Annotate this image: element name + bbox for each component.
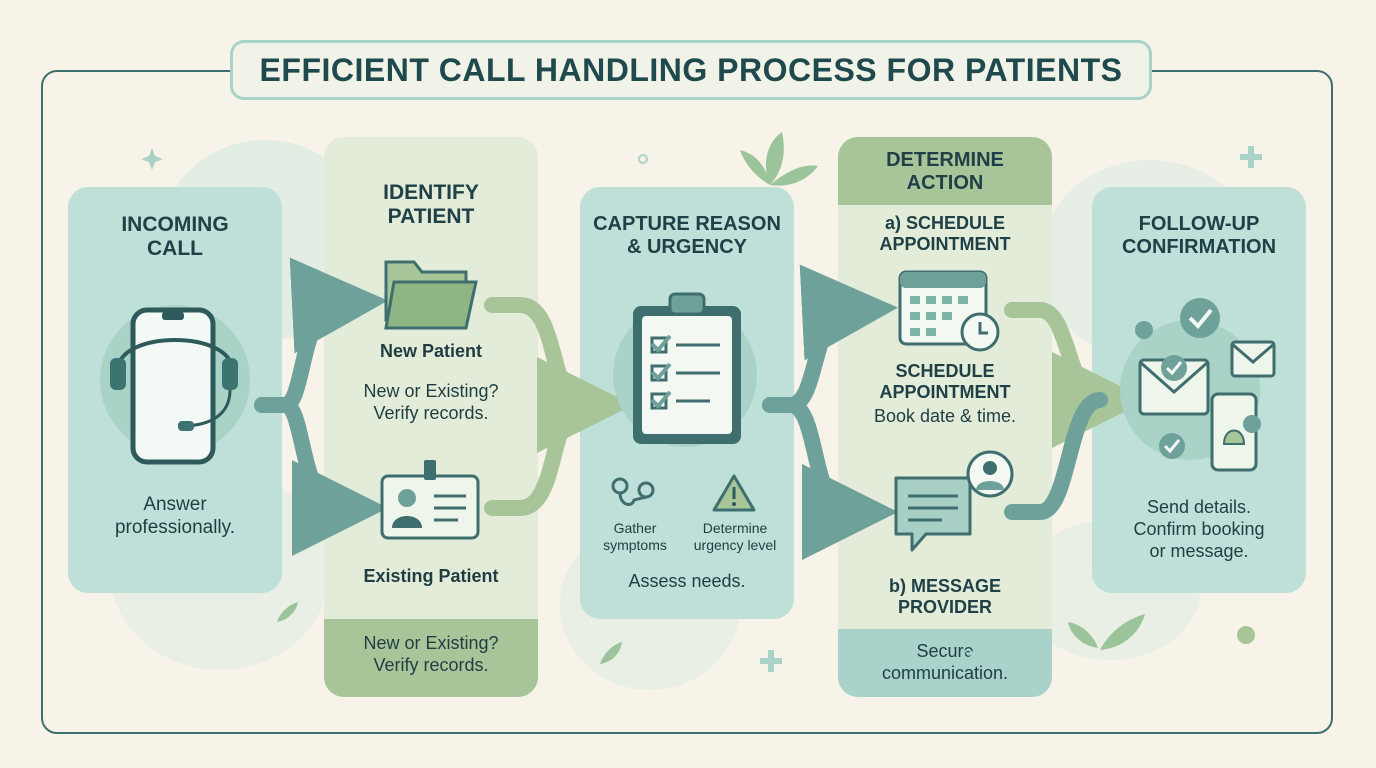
footer-text: New or Existing? Verify records.	[363, 633, 499, 675]
step-identify-patient: IDENTIFY PATIENT New Patient New or Exis…	[324, 137, 538, 697]
urgency-text: Determine urgency level	[693, 520, 777, 554]
step-text: Assess needs.	[628, 571, 746, 591]
step-text: Send details. Confirm booking or message…	[1133, 497, 1265, 561]
new-patient-label: New Patient	[379, 341, 483, 361]
page-title: EFFICIENT CALL HANDLING PROCESS FOR PATI…	[259, 51, 1123, 88]
step-header: IDENTIFY PATIENT	[383, 181, 479, 229]
step-incoming-call: INCOMING CALL Answer professionally.	[68, 187, 282, 593]
step-header: INCOMING CALL	[121, 213, 229, 261]
step-header-band	[838, 137, 1052, 205]
step-header: FOLLOW-UP CONFIRMATION	[1121, 213, 1277, 258]
new-patient-text: New or Existing? Verify records.	[363, 381, 499, 423]
existing-patient-label: Existing Patient	[363, 566, 499, 586]
step-header: CAPTURE REASON & URGENCY	[593, 213, 781, 258]
step-capture-reason: CAPTURE REASON & URGENCY Gather symptoms…	[580, 187, 794, 619]
option-a-label: a) SCHEDULE APPOINTMENT	[879, 213, 1011, 254]
step-header: DETERMINE ACTION	[886, 149, 1004, 194]
option-b-label: b) MESSAGE PROVIDER	[888, 576, 1001, 617]
schedule-title: SCHEDULE APPOINTMENT	[879, 361, 1011, 402]
footer-text: Secure communication.	[881, 641, 1009, 683]
symptoms-text: Gather symptoms	[603, 520, 667, 554]
schedule-text: Book date & time.	[873, 406, 1017, 426]
title-banner: EFFICIENT CALL HANDLING PROCESS FOR PATI…	[230, 40, 1152, 100]
step-follow-up: FOLLOW-UP CONFIRMATION Send details. Con…	[1092, 187, 1306, 593]
step-footer: New or Existing? Verify records.	[324, 619, 538, 697]
step-text: Answer professionally.	[114, 494, 236, 539]
step-determine-action: DETERMINE ACTION a) SCHEDULE APPOINTMENT…	[838, 137, 1052, 697]
step-footer: Secure communication.	[838, 629, 1052, 697]
